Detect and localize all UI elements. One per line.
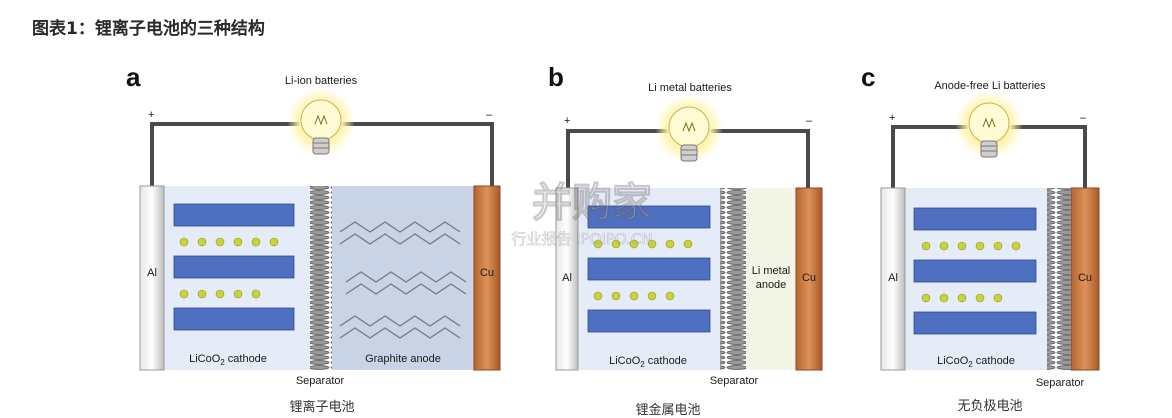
al-label: Al (888, 272, 898, 284)
anode-label-line1: Li metal (752, 265, 791, 277)
aluminum-collector (880, 187, 906, 371)
minus-sign: – (486, 109, 493, 121)
panel-heading: Anode-free Li batteries (934, 80, 1046, 92)
cu-label: Cu (480, 267, 494, 279)
panel-caption: 锂金属电池 (635, 402, 700, 418)
panel-caption: 锂离子电池 (289, 399, 354, 415)
figure-title: 图表1：锂离子电池的三种结构 (32, 19, 265, 39)
cathode-layers (173, 203, 295, 331)
lithium-ions (179, 237, 279, 299)
panel-b: b Li metal batteries + – Al Cu Li metal (548, 62, 823, 418)
cathode-label: LiCoO2 cathode (937, 355, 1015, 369)
cu-label: Cu (1078, 272, 1092, 284)
panel-letter: a (126, 62, 141, 92)
panel-c: c Anode-free Li batteries + – Al Cu LiCo… (861, 62, 1100, 414)
graphite-layers (339, 221, 467, 339)
copper-collector (473, 185, 501, 371)
panel-letter: c (861, 62, 875, 92)
li-metal-anode-region (746, 188, 796, 370)
anode-label-line2: anode (756, 279, 787, 291)
watermark-brand: 并购家 (532, 180, 652, 226)
separator-label: Separator (1036, 377, 1085, 389)
separator (310, 186, 332, 370)
plus-sign: + (148, 109, 154, 121)
panel-heading: Li-ion batteries (285, 75, 358, 87)
watermark-subtitle: 行业报告 IPOIPO.CN (511, 230, 652, 248)
lithium-ions (593, 239, 693, 301)
watermark: 并购家 行业报告 IPOIPO.CN (511, 180, 653, 249)
panel-heading: Li metal batteries (648, 82, 732, 94)
lithium-ions (921, 241, 1021, 303)
cathode-label: LiCoO2 cathode (609, 355, 687, 369)
minus-sign: – (806, 115, 813, 127)
separator (1047, 188, 1071, 370)
panel-a: a Li-ion batteries + – Al Cu (126, 62, 501, 415)
plus-sign: + (564, 115, 570, 127)
copper-collector (795, 187, 823, 371)
separator (720, 188, 746, 370)
circuit-wire (150, 122, 494, 188)
cu-label: Cu (802, 272, 816, 284)
aluminum-collector (139, 185, 165, 371)
separator-label: Separator (296, 375, 345, 387)
lightbulb-icon (955, 91, 1023, 159)
panel-letter: b (548, 62, 564, 92)
cathode-layers (913, 207, 1037, 335)
cathode-layers (587, 205, 711, 333)
anode-label: Graphite anode (365, 353, 441, 365)
aluminum-collector (555, 187, 579, 371)
al-label: Al (147, 267, 157, 279)
lightbulb-icon (287, 88, 355, 156)
separator-label: Separator (710, 375, 759, 387)
cathode-label: LiCoO2 cathode (189, 353, 267, 367)
lightbulb-icon (655, 95, 723, 163)
panel-caption: 无负极电池 (957, 399, 1022, 414)
anode-region (332, 186, 474, 370)
circuit-wire (891, 125, 1087, 188)
circuit-wire (566, 129, 810, 188)
minus-sign: – (1080, 112, 1087, 124)
plus-sign: + (889, 112, 895, 124)
al-label: Al (562, 272, 572, 284)
